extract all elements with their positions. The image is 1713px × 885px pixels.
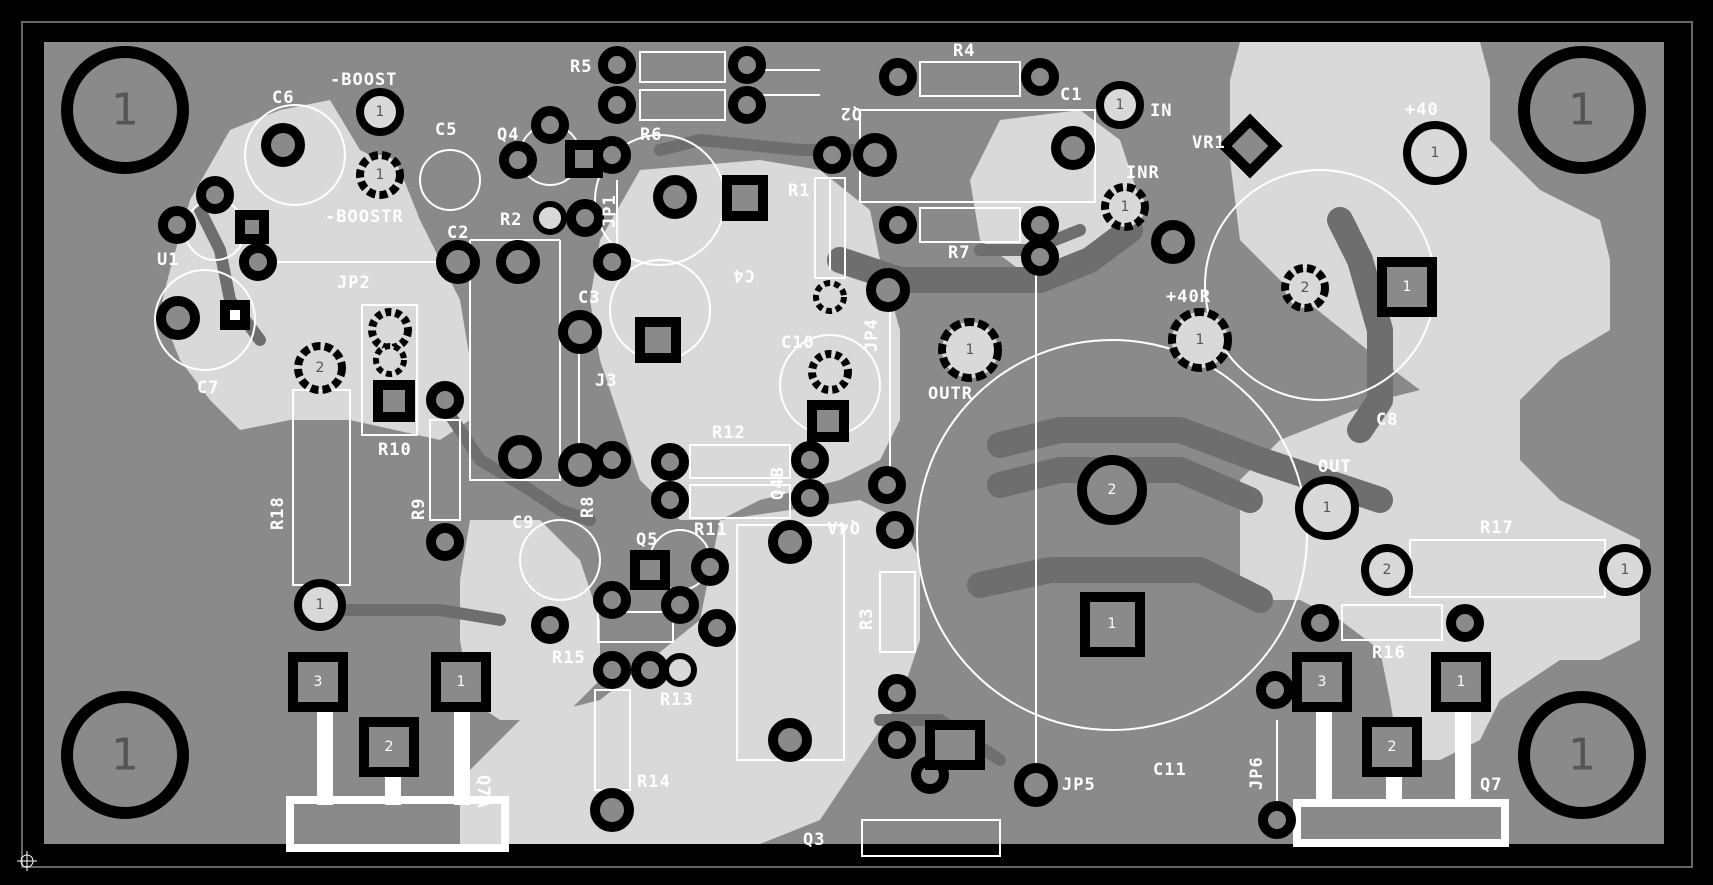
pad-number: 1 bbox=[1621, 562, 1630, 578]
pad-number: 2 bbox=[316, 360, 325, 376]
square-pad-numbers: 3 1 2 3 1 2 1 1 bbox=[314, 279, 1466, 755]
label-Q7A: Q7A bbox=[473, 775, 493, 809]
label-R16: R16 bbox=[1372, 643, 1406, 663]
mounting-hole-label: 1 bbox=[111, 85, 139, 136]
pad-number: 3 bbox=[1318, 674, 1327, 690]
label-C9: C9 bbox=[512, 513, 534, 533]
label-R14: R14 bbox=[637, 772, 671, 792]
label-OUT: OUT bbox=[1318, 457, 1352, 477]
label--BOOST: -BOOST bbox=[330, 70, 397, 90]
pad-number: 1 bbox=[376, 104, 385, 120]
label-R3: R3 bbox=[857, 608, 877, 630]
label-JP4: JP4 bbox=[862, 318, 882, 352]
label-C10: C10 bbox=[781, 333, 815, 353]
label-R2: R2 bbox=[500, 210, 522, 230]
label-R12: R12 bbox=[712, 423, 746, 443]
mounting-hole-label: 1 bbox=[1568, 730, 1596, 781]
pad-number: 1 bbox=[376, 167, 385, 183]
pad-number: 1 bbox=[1457, 674, 1466, 690]
pad-number: 2 bbox=[1383, 562, 1392, 578]
label-R10: R10 bbox=[378, 440, 412, 460]
label-+40: +40 bbox=[1405, 100, 1439, 120]
pad-number: 1 bbox=[966, 342, 975, 358]
label-JP2: JP2 bbox=[337, 273, 371, 293]
mounting-hole-tl bbox=[61, 46, 189, 174]
label-R6: R6 bbox=[640, 125, 662, 145]
label-Q4: Q4 bbox=[497, 125, 519, 145]
label-R7: R7 bbox=[948, 243, 970, 263]
label-IN: IN bbox=[1150, 101, 1172, 121]
label-Q7: Q7 bbox=[1480, 775, 1502, 795]
label-R13: R13 bbox=[660, 690, 694, 710]
transistor-tabs bbox=[286, 695, 1509, 852]
label-R11: R11 bbox=[694, 520, 728, 540]
label-JP6: JP6 bbox=[1247, 756, 1267, 790]
board-outline bbox=[21, 21, 1693, 868]
origin-marker bbox=[17, 851, 37, 871]
label-INR: INR bbox=[1126, 163, 1160, 183]
label-JP1: JP1 bbox=[600, 194, 620, 228]
label-Q3: Q3 bbox=[803, 830, 825, 850]
pad-number: 1 bbox=[1431, 145, 1440, 161]
label-VR1: VR1 bbox=[1192, 133, 1226, 153]
label-C6: C6 bbox=[272, 88, 294, 108]
label-C2: C2 bbox=[447, 223, 469, 243]
pad-number: 2 bbox=[1388, 739, 1397, 755]
test-points bbox=[294, 81, 1651, 687]
pad-number: 1 bbox=[1121, 199, 1130, 215]
mounting-hole-tr bbox=[1518, 46, 1646, 174]
mounting-hole-bl bbox=[61, 691, 189, 819]
pad-number: 1 bbox=[1403, 279, 1412, 295]
label-Q5: Q5 bbox=[636, 530, 658, 550]
label-R18: R18 bbox=[268, 496, 288, 530]
label-R15: R15 bbox=[552, 648, 586, 668]
pad-number: 1 bbox=[1196, 332, 1205, 348]
label-J3: J3 bbox=[595, 371, 617, 391]
round-pads bbox=[156, 46, 1484, 839]
pad-number: 2 bbox=[1301, 280, 1310, 296]
label-C7: C7 bbox=[197, 378, 219, 398]
label-C4: C4 bbox=[733, 265, 755, 285]
pad-number: 1 bbox=[1116, 97, 1125, 113]
mounting-hole-br bbox=[1518, 691, 1646, 819]
label-JP5: JP5 bbox=[1062, 775, 1096, 795]
label-R5: R5 bbox=[570, 57, 592, 77]
label-C1: C1 bbox=[1060, 85, 1082, 105]
label-R8: R8 bbox=[578, 496, 598, 518]
label-R9: R9 bbox=[409, 498, 429, 520]
test-point-numbers: 1 1 1 1 1 1 1 1 2 1 2 1 2 2 bbox=[316, 97, 1630, 613]
label-C5: C5 bbox=[435, 120, 457, 140]
label-R1: R1 bbox=[788, 181, 810, 201]
pad-number: 1 bbox=[1108, 616, 1117, 632]
silkscreen-lines bbox=[255, 69, 1278, 820]
pad-number: 1 bbox=[316, 597, 325, 613]
mounting-hole-label: 1 bbox=[111, 730, 139, 781]
pad-number: 2 bbox=[385, 739, 394, 755]
pad-number: 3 bbox=[314, 674, 323, 690]
label--BOOSTR: -BOOSTR bbox=[325, 207, 404, 227]
label-C11: C11 bbox=[1153, 760, 1187, 780]
label-R4: R4 bbox=[953, 41, 975, 61]
label-C8: C8 bbox=[1376, 410, 1398, 430]
mounting-hole-label: 1 bbox=[1568, 85, 1596, 136]
label-R17: R17 bbox=[1480, 518, 1514, 538]
label-U1: U1 bbox=[157, 250, 179, 270]
mounting-holes: 1 1 1 1 bbox=[61, 46, 1646, 819]
pad-number: 1 bbox=[457, 674, 466, 690]
label-Q4B: Q4B bbox=[768, 466, 788, 500]
component-labels: R5 R6 Q2 R4 C1 IN INR VR1 +40 C6 -BOOST … bbox=[157, 41, 1514, 850]
label-Q2: Q2 bbox=[840, 103, 862, 123]
label-C3: C3 bbox=[578, 288, 600, 308]
pad-number: 1 bbox=[1323, 500, 1332, 516]
label-OUTR: OUTR bbox=[928, 384, 973, 404]
label-Q4A: Q4A bbox=[826, 517, 860, 537]
square-pads bbox=[220, 113, 1491, 777]
pad-number: 2 bbox=[1108, 482, 1117, 498]
label-+40R: +40R bbox=[1166, 287, 1211, 307]
